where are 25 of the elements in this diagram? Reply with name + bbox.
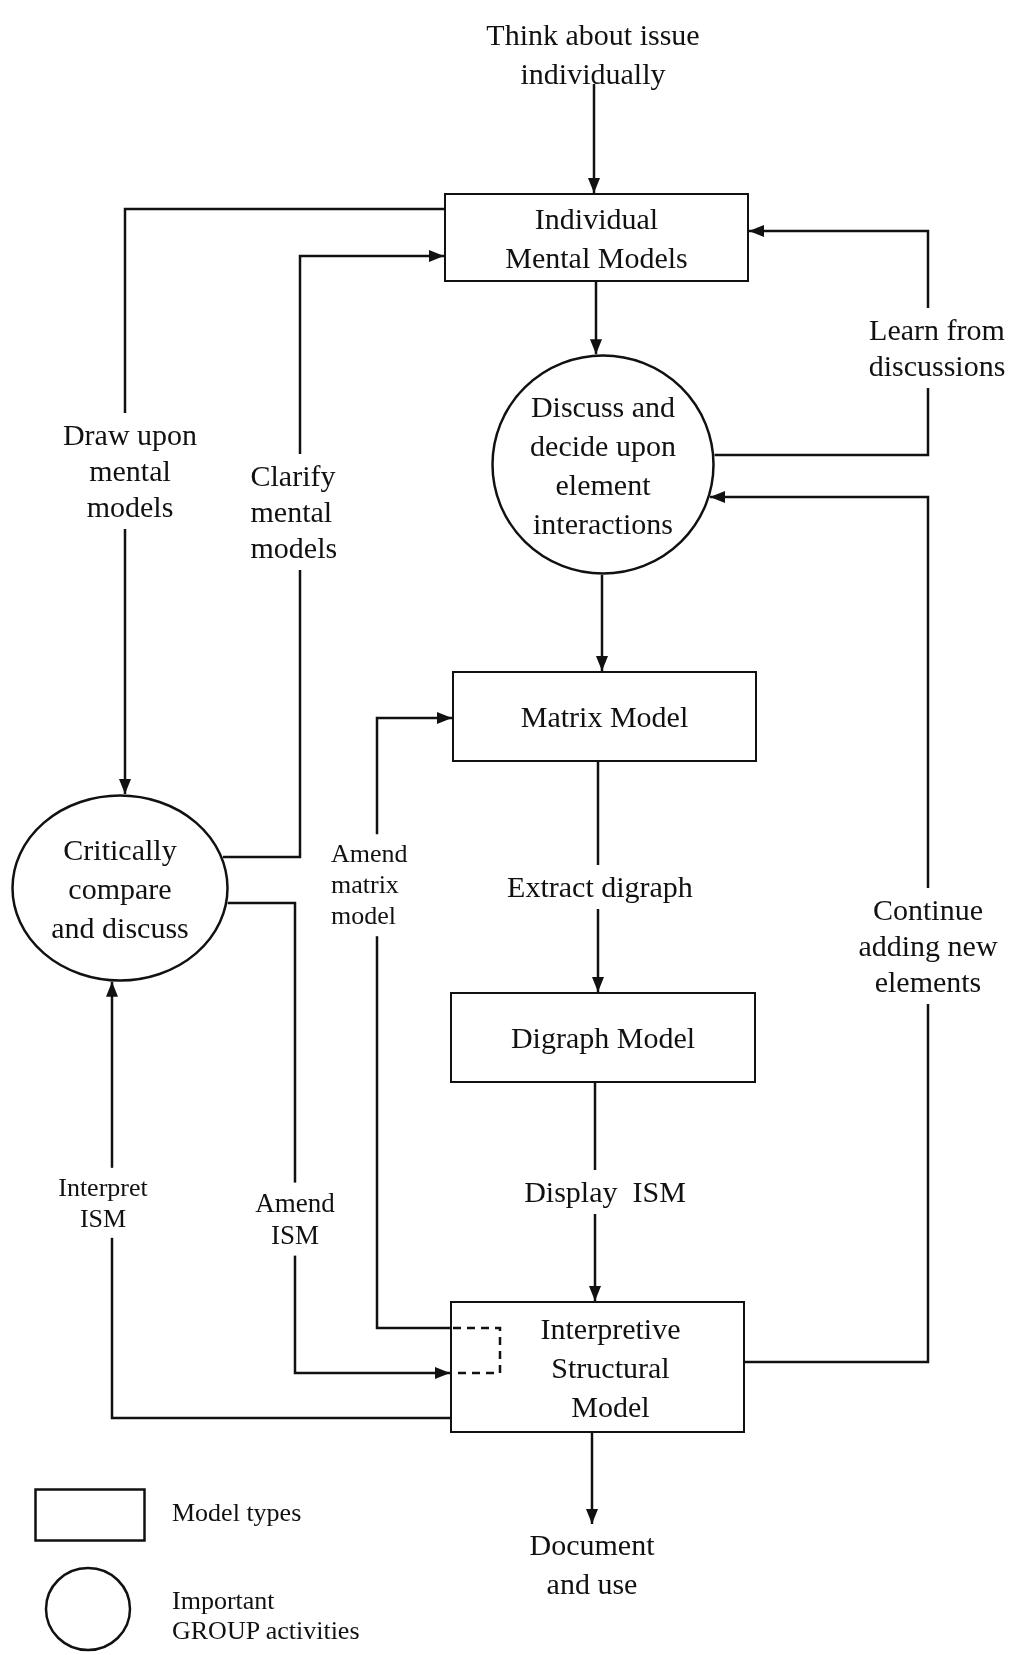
- arrow: [106, 981, 450, 1420]
- legend-text: Important GROUP activities: [172, 1586, 361, 1646]
- node-text: Matrix Model: [519, 699, 690, 735]
- edge-label: Display ISM: [522, 1170, 688, 1214]
- model-box: [452, 671, 757, 762]
- arrow: [588, 84, 600, 193]
- model-box: [450, 992, 756, 1083]
- activity-circle: [491, 354, 715, 575]
- node-text: Digraph Model: [509, 1020, 697, 1056]
- arrow: [227, 901, 450, 1379]
- activity-circle: [11, 794, 229, 982]
- model-box: [450, 1301, 745, 1433]
- arrow: [596, 575, 608, 671]
- legend-text: Model types: [172, 1498, 303, 1528]
- arrow: [590, 282, 602, 355]
- node-text: Document and use: [528, 1527, 656, 1602]
- node-text: Think about issue individually: [485, 17, 701, 92]
- node-text: Interpretive Structural Model: [539, 1310, 682, 1425]
- node-text: Critically compare and discuss: [50, 831, 190, 946]
- edge-label: Extract digraph: [505, 865, 695, 909]
- model-box: [444, 193, 749, 282]
- arrow: [710, 491, 930, 1364]
- node-text: Individual Mental Models: [504, 200, 689, 276]
- arrow: [586, 1433, 598, 1524]
- node-text: Discuss and decide upon element interactions: [529, 388, 677, 542]
